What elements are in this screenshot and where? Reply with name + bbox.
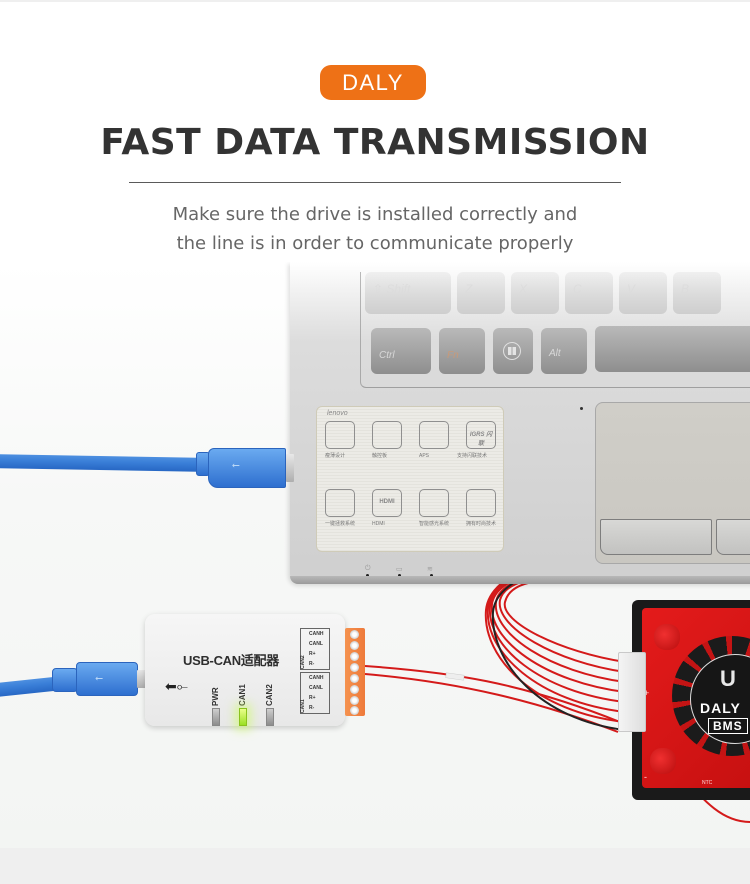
- touchpad-indicator-icon: [580, 407, 583, 410]
- touchpad-left-button: [600, 519, 712, 555]
- usb-a-plug-top: ⭠: [208, 448, 286, 488]
- bms-mount-bump: [650, 748, 676, 774]
- bms-logo-brand: DALY: [700, 700, 741, 716]
- top-strip: [0, 0, 750, 2]
- pin-label: CANL: [309, 641, 323, 647]
- keyboard: ⇧ Shift Z X C V B Ctrl Fn Alt: [360, 272, 750, 388]
- screw-icon: [350, 641, 359, 650]
- screw-icon: [350, 652, 359, 661]
- port-group-name: CAN2: [300, 655, 306, 669]
- aps-icon: [419, 421, 449, 449]
- sticker-caption: APS: [419, 453, 430, 459]
- can1-port-group: CANH CANL R+ R- CAN1: [300, 672, 330, 714]
- subtitle-line-1: Make sure the drive is installed correct…: [172, 204, 578, 225]
- fashion-tech-icon: [466, 489, 496, 517]
- pin-label: CANH: [309, 631, 324, 637]
- can1-led: [239, 708, 247, 726]
- key-ctrl: Ctrl: [371, 328, 431, 374]
- daly-bms-board: U DALY BMS + - NTC: [632, 600, 750, 800]
- touchpad-icon: [372, 421, 402, 449]
- battery-icon: ▭: [396, 566, 403, 573]
- power-icon: ⏻: [365, 565, 371, 572]
- sticker-caption: HDMI: [372, 521, 385, 527]
- igrs-icon: IGRS 闪联: [466, 421, 496, 449]
- pin-label: CANL: [309, 685, 323, 691]
- key-x: X: [511, 272, 559, 314]
- sticker-caption: 触控板: [372, 453, 388, 459]
- screw-terminal-block: [345, 628, 365, 716]
- windows-logo-icon: [503, 342, 521, 360]
- title-divider: [129, 182, 621, 183]
- pin-label: R-: [309, 705, 315, 711]
- sticker-caption: 智能感光系统: [419, 521, 450, 527]
- screw-icon: [350, 685, 359, 694]
- screw-icon: [350, 630, 359, 639]
- bottom-band: [0, 848, 750, 884]
- bms-ntc-label: NTC: [702, 780, 713, 786]
- usb-symbol-icon: ⬅⟜: [165, 678, 188, 694]
- page-title: FAST DATA TRANSMISSION: [100, 122, 650, 163]
- pin-label: R-: [309, 661, 315, 667]
- wireless-icon: ≋: [427, 566, 433, 573]
- screw-icon: [350, 696, 359, 705]
- bms-balance-connector: [618, 652, 646, 732]
- led-label-can2: CAN2: [265, 684, 274, 706]
- port-group-name: CAN1: [300, 699, 306, 713]
- pin-label: R+: [309, 651, 316, 657]
- slim-design-icon: [325, 421, 355, 449]
- subtitle: Make sure the drive is installed correct…: [0, 200, 750, 258]
- led-label-can1: CAN1: [238, 684, 247, 706]
- key-v: V: [619, 272, 667, 314]
- touchpad: [595, 402, 750, 564]
- key-shift: ⇧ Shift: [365, 272, 451, 314]
- key-fn: Fn: [439, 328, 485, 374]
- usb-logo-icon: ⭠: [95, 672, 103, 684]
- usb-b-plug: ⭠: [76, 662, 138, 696]
- sticker-caption: 一键拯救系统: [325, 521, 356, 527]
- subtitle-line-2: the line is in order to communicate prop…: [176, 233, 574, 254]
- hdmi-icon: HDMI: [372, 489, 402, 517]
- screw-icon: [350, 674, 359, 683]
- laptop-status-lights: ⏻ ▭ ≋: [360, 564, 470, 584]
- feature-sticker: lenovo IGRS 闪联 瘦薄设计 触控板 APS 支持闪联技术 HDMI …: [316, 406, 504, 552]
- bms-logo-mark: U: [720, 666, 736, 691]
- bms-plus-mark: +: [644, 688, 650, 698]
- key-b: B: [673, 272, 721, 314]
- product-photo: ⇧ Shift Z X C V B Ctrl Fn Alt lenovo IGR…: [0, 262, 750, 848]
- pin-label: CANH: [309, 675, 324, 681]
- key-c: C: [565, 272, 613, 314]
- key-windows: [493, 328, 533, 374]
- sticker-caption: 瘦薄设计: [325, 453, 346, 459]
- screw-icon: [350, 663, 359, 672]
- light-sensor-icon: [419, 489, 449, 517]
- sticker-caption: 支持闪联技术: [457, 453, 488, 459]
- laptop: ⇧ Shift Z X C V B Ctrl Fn Alt lenovo IGR…: [290, 262, 750, 584]
- key-z: Z: [457, 272, 505, 314]
- sticker-caption: 拥有时尚技术: [466, 521, 497, 527]
- usb-can-adapter: USB-CAN适配器 ⬅⟜ PWR CAN1 CAN2 CANH CANL R+…: [145, 614, 345, 726]
- touchpad-right-button: [716, 519, 750, 555]
- usb-b-metal: [137, 670, 147, 688]
- usb-logo-icon: ⭠: [231, 460, 240, 472]
- sticker-brand: lenovo: [327, 410, 348, 417]
- pwr-led: [212, 708, 220, 726]
- brand-badge: DALY: [320, 65, 426, 100]
- can2-led: [266, 708, 274, 726]
- bms-minus-mark: -: [644, 772, 647, 782]
- can2-port-group: CANH CANL R+ R- CAN2: [300, 628, 330, 670]
- screw-icon: [350, 706, 359, 715]
- usb-strain-relief-bottom: [52, 668, 78, 692]
- bms-logo-sub: BMS: [708, 718, 748, 734]
- one-key-recovery-icon: [325, 489, 355, 517]
- key-space: [595, 326, 750, 372]
- adapter-label: USB-CAN适配器: [183, 653, 279, 668]
- key-alt: Alt: [541, 328, 587, 374]
- bms-mount-bump: [654, 624, 680, 650]
- usb-a-metal-top: [286, 454, 294, 482]
- pin-label: R+: [309, 695, 316, 701]
- led-label-pwr: PWR: [211, 687, 220, 706]
